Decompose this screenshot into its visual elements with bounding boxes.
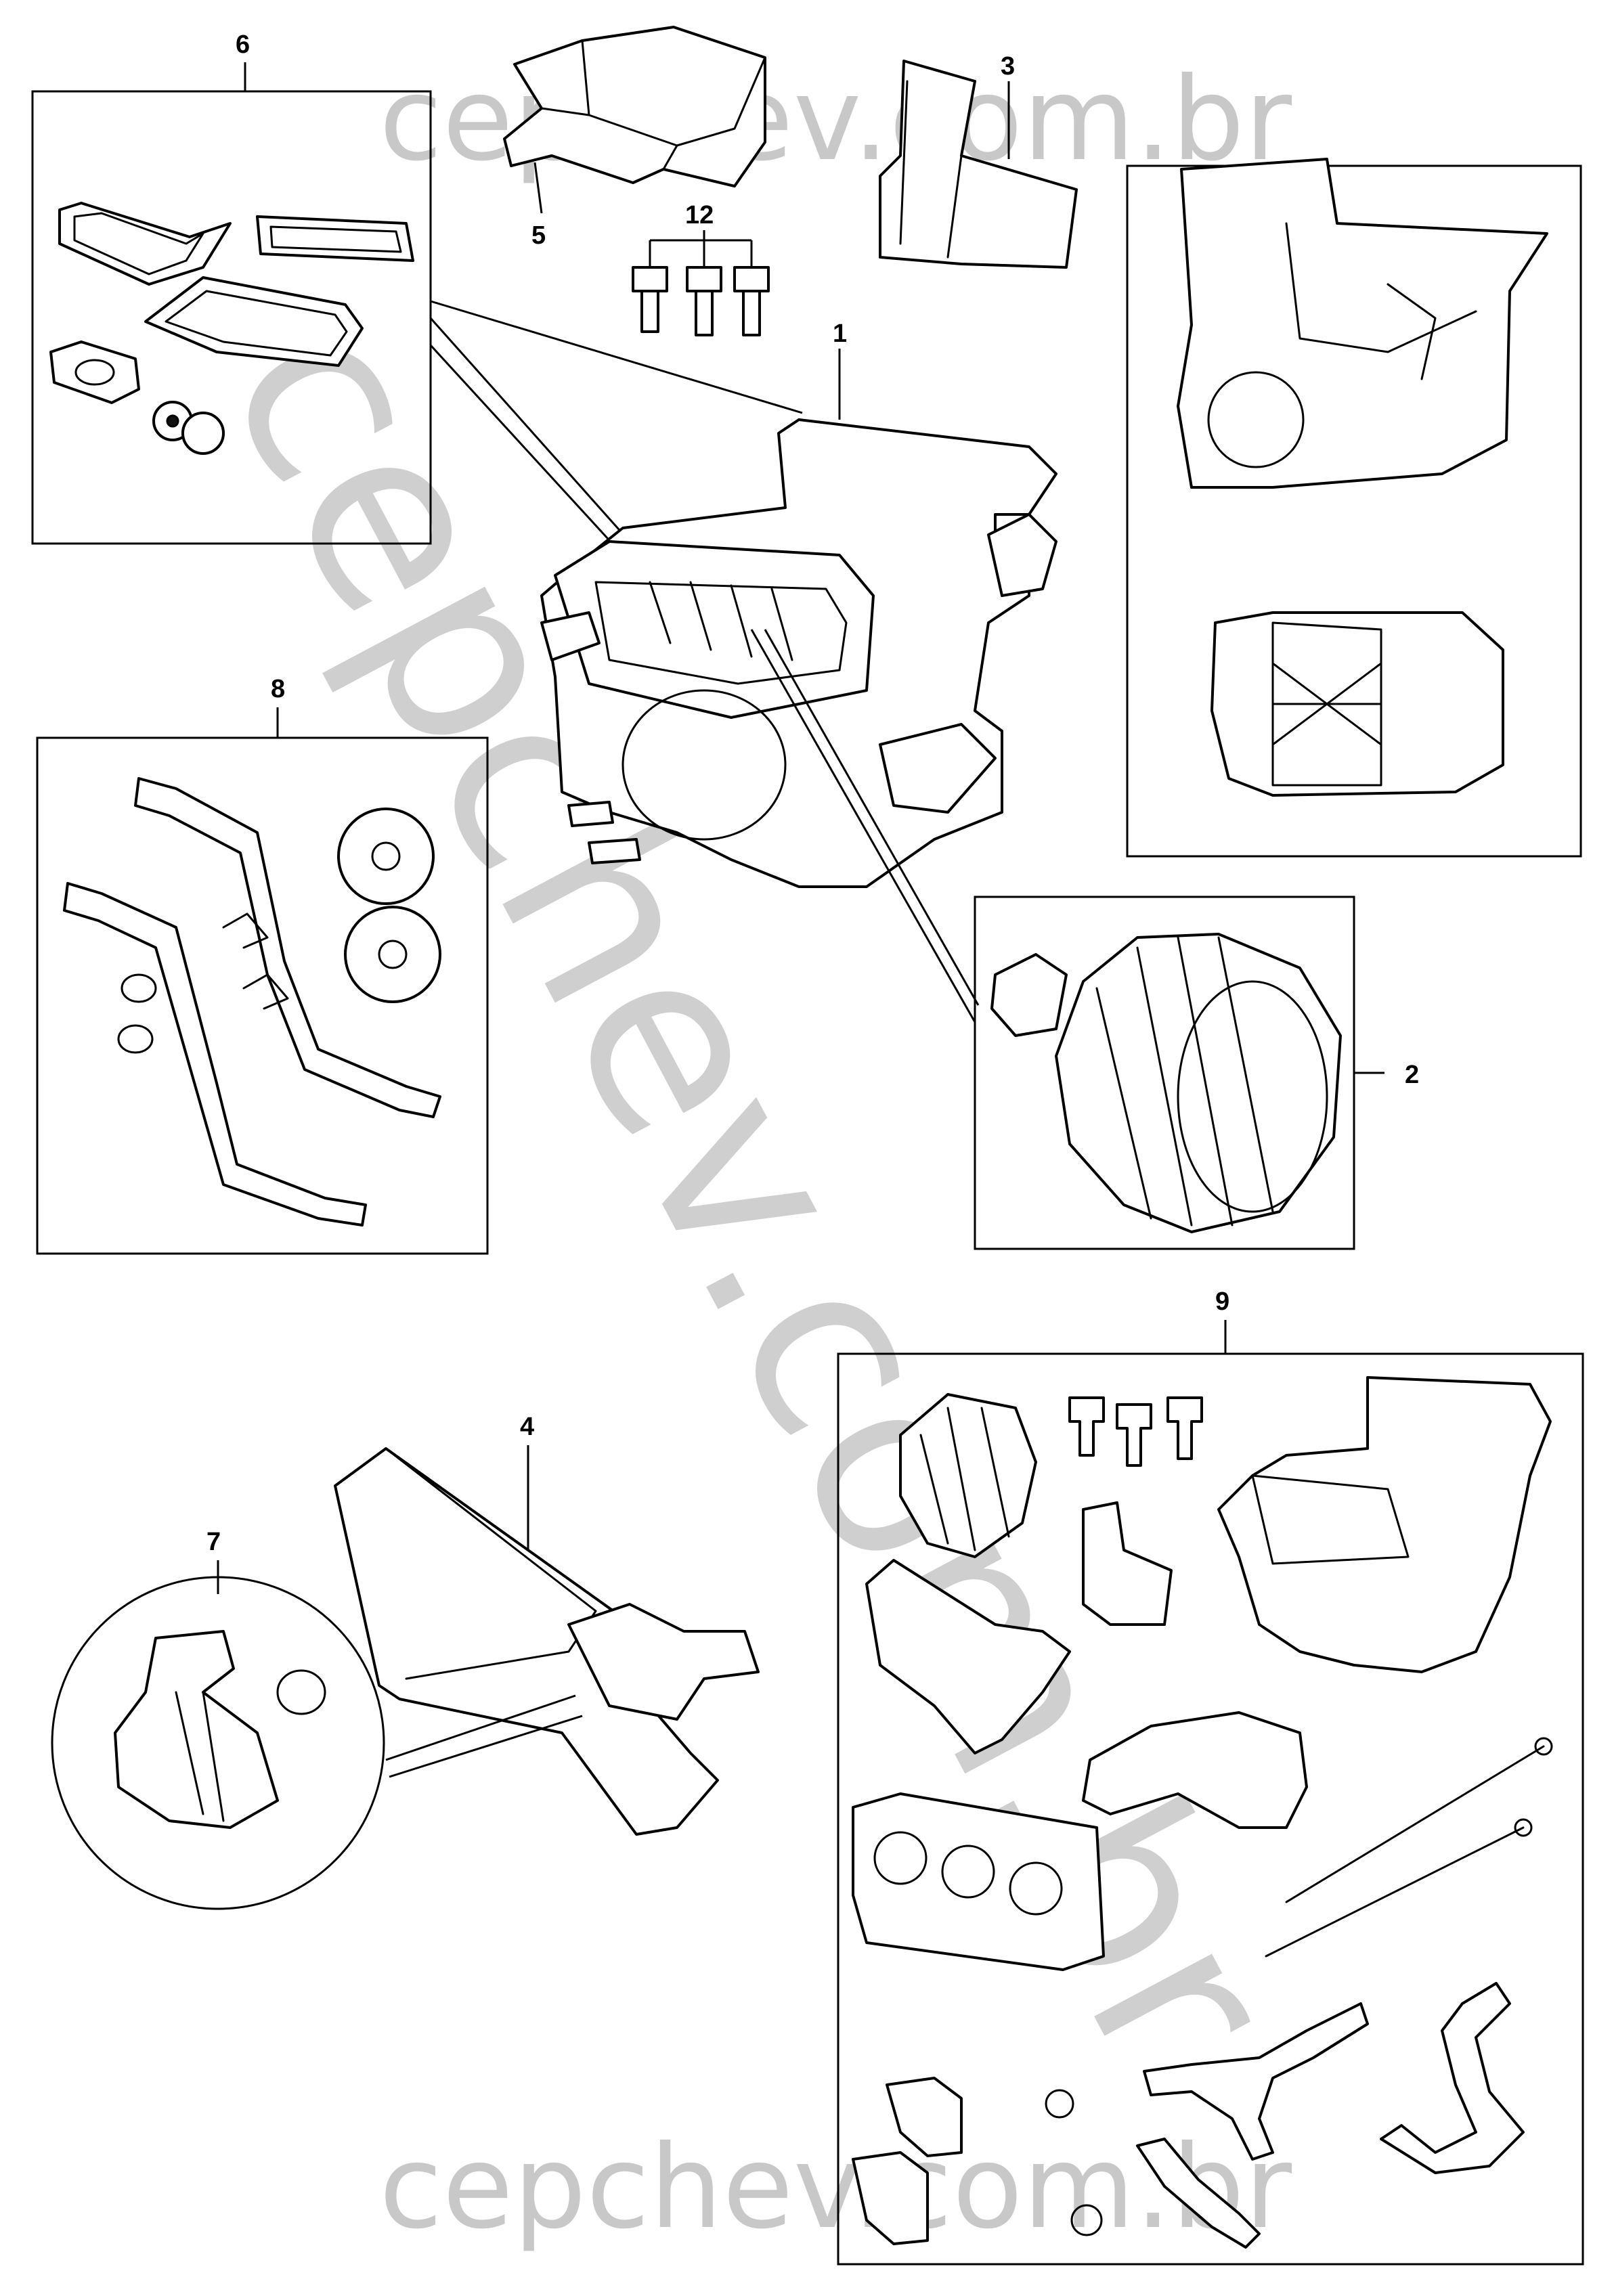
part-3-blower-resistor: 3 (879, 52, 1078, 269)
o-ring-upper (121, 973, 157, 1003)
kit-9-air-duct (1082, 1711, 1308, 1829)
callout-3: 3 (1001, 52, 1015, 81)
heater-pipe-upper (134, 777, 441, 1118)
kit-9-housing (1217, 1376, 1552, 1673)
control-knob-left (873, 1831, 928, 1885)
housing-reference-box (1126, 158, 1582, 858)
callout-2: 2 (1405, 1061, 1419, 1089)
kit-8-pipes-group: 8 (36, 675, 489, 1255)
grommet-upper (337, 808, 435, 905)
heater-pipe-lower (63, 882, 367, 1227)
bolt-3 (733, 266, 770, 336)
detail-o-ring (276, 1669, 326, 1715)
seal-gasket-flat (256, 215, 414, 262)
grommet-lower (344, 906, 441, 1003)
callout-12: 12 (685, 201, 714, 229)
detail-circle (51, 1576, 385, 1910)
bolt-1 (632, 266, 668, 333)
housing-pipe-1 (567, 801, 614, 827)
seal-gasket-large (58, 202, 232, 286)
kit-9-complete-assembly-group: 9 (837, 1287, 1584, 2266)
housing-actuator (879, 723, 997, 814)
kit-9-hose-clamp-upper (1045, 2089, 1074, 2119)
o-ring-lower (117, 1024, 154, 1054)
kit-6-seals-group: 6 (31, 30, 803, 556)
watermark-bottom: cepchev.com.br (379, 2121, 1292, 2255)
kit-6-box (31, 90, 432, 545)
kit-9-hose-clamp-lower (1070, 2204, 1103, 2236)
callout-8: 8 (271, 675, 285, 703)
housing-rear-view (1177, 158, 1548, 489)
kit-9-control-cable-lower (1265, 1826, 1525, 1958)
housing-pipe-2 (588, 838, 641, 864)
part-2-blower-motor-group: 2 (974, 896, 1419, 1250)
kit-9-evaporator (865, 1559, 1071, 1754)
kit-9-hose-right (1380, 1982, 1525, 2174)
housing-reference-frame (1126, 164, 1582, 858)
bolt-2 (686, 266, 722, 336)
callout-1: 1 (833, 319, 847, 348)
part-5-air-duct: 5 (503, 26, 766, 250)
control-knob-middle (941, 1845, 995, 1899)
blower-opening (621, 689, 787, 841)
clip-lower (242, 973, 289, 1010)
housing-inlet-frame (554, 540, 875, 719)
kit-9-box (837, 1352, 1584, 2266)
kit-9-blower-wheel (899, 1393, 1037, 1558)
seal-gasket-frame (144, 276, 364, 367)
kit-8-box (36, 736, 489, 1255)
seal-gasket-small (49, 340, 140, 404)
callout-5: 5 (531, 221, 546, 250)
kit-9-bolt-1 (1068, 1396, 1105, 1457)
resistor-housing (879, 60, 1078, 269)
kit-9-hose-bottom (1136, 2138, 1261, 2249)
part-12-bolts: 12 (632, 201, 770, 336)
housing-side-outlet (987, 513, 1057, 597)
evaporator-core (334, 1447, 719, 1836)
expansion-valve-seal (114, 1630, 279, 1829)
callout-9: 9 (1215, 1287, 1229, 1316)
kit-9-bolt-2 (1116, 1403, 1152, 1467)
kit-9-bolt-3 (1166, 1396, 1203, 1460)
part-1-heater-housing: 1 (540, 319, 1057, 1023)
blower-motor-connector (990, 953, 1068, 1037)
clip-upper (222, 912, 269, 949)
kit-9-hose-left (1143, 2002, 1369, 2161)
housing-left-valve (540, 611, 601, 661)
kit-9-control-cable-upper (1285, 1745, 1545, 1903)
part-7-seal-detail: 7 (51, 1528, 385, 1910)
evaporator-valve (567, 1603, 760, 1721)
callout-7: 7 (206, 1528, 221, 1556)
kit-9-bracket-upper (886, 2077, 963, 2157)
callout-6: 6 (236, 30, 250, 59)
part-4-evaporator: 4 (334, 1413, 760, 1836)
kit-9-resistor (1082, 1501, 1173, 1626)
kit-9-bracket-lower (852, 2151, 929, 2245)
grommet-right (181, 412, 225, 455)
control-knob-right (1009, 1861, 1063, 1916)
callout-4: 4 (520, 1413, 534, 1441)
